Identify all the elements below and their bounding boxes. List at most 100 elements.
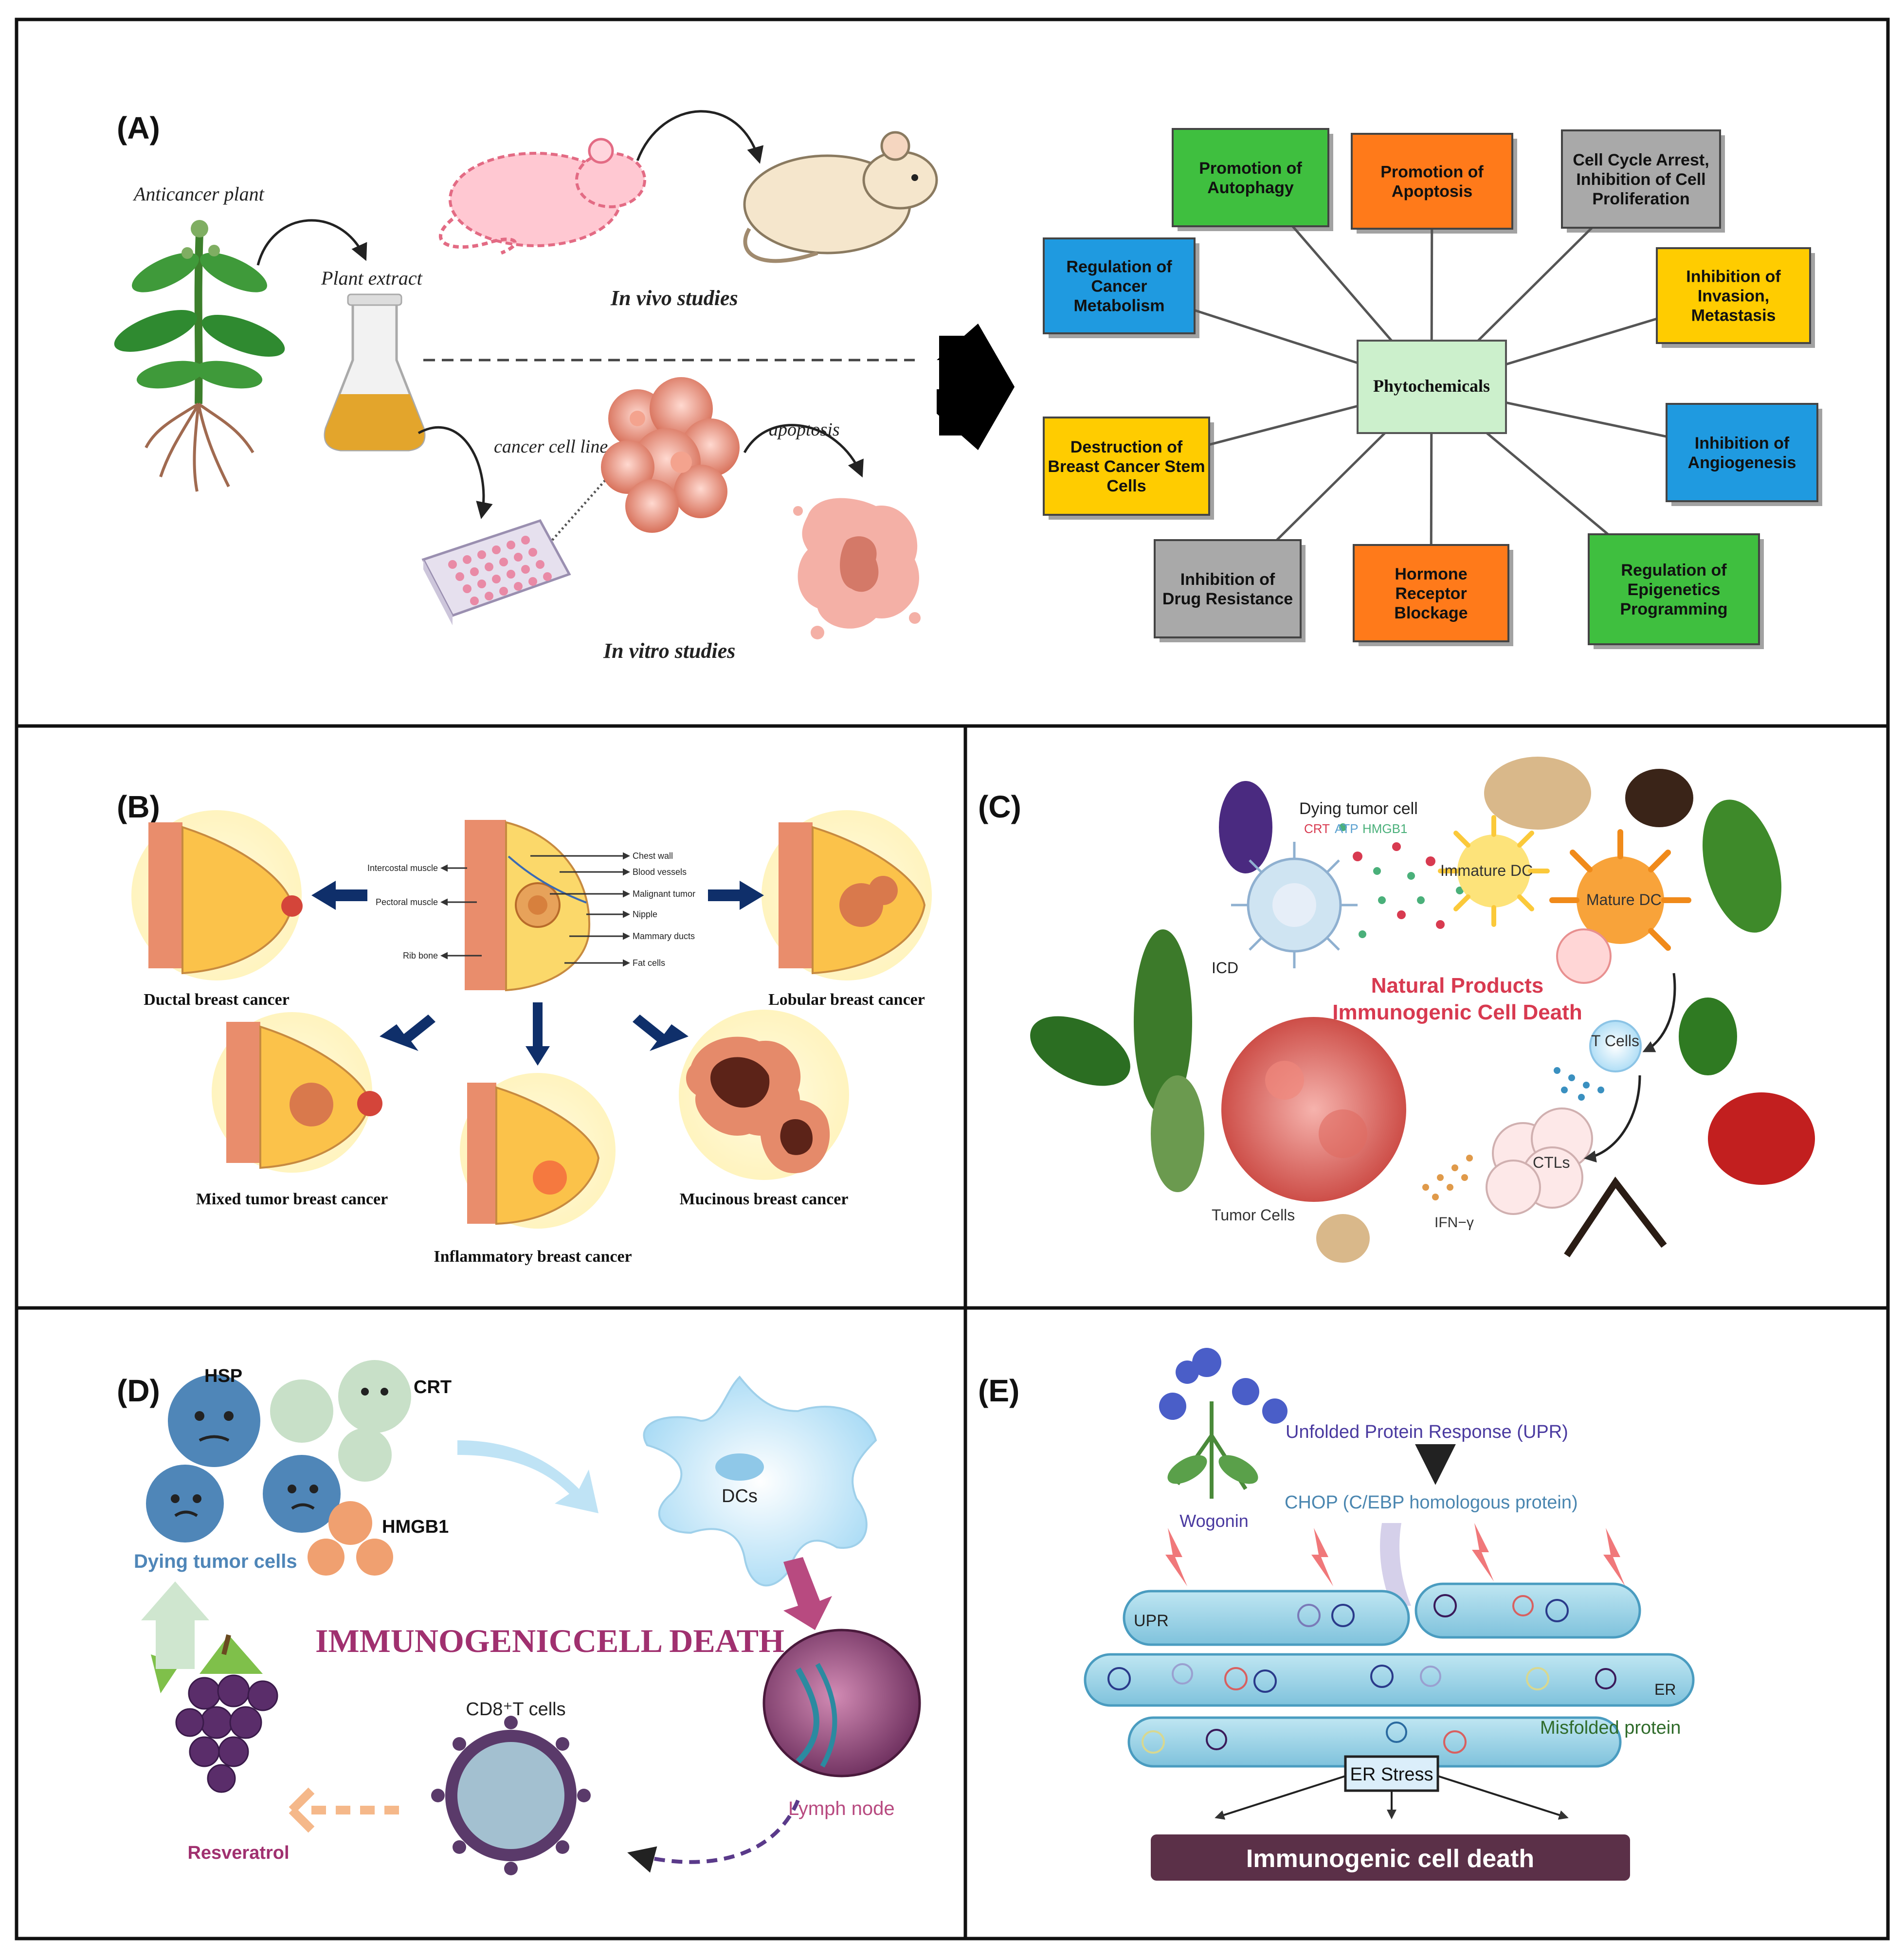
arrow-to-mixed [380,1015,435,1051]
er-stress-arrows [1215,1775,1569,1820]
apoptotic-cell [793,498,921,639]
released-molecules [1339,823,1464,938]
cd8-t-cell [431,1716,591,1875]
anatomy-label: Nipple [633,909,657,919]
er-stress-label: ER Stress [1350,1764,1433,1785]
anatomy-label: Pectoral muscle [376,897,438,907]
mucinous-cancer-illustration [679,1010,849,1180]
panel-e: (E) Wogonin Unfolded Protein Response (U… [978,1348,1695,1881]
mechanism-label: Inhibition of [1180,570,1275,589]
mechanism-label: Programming [1620,600,1727,618]
mechanism-label: Metastasis [1691,306,1776,325]
atp-label-c: ATP [1335,821,1359,836]
mechanism-label: Receptor [1395,584,1467,603]
cancer-cell-line-label: cancer cell line [494,436,608,457]
mechanism-label: Inhibition of [1686,267,1781,286]
chop-label: CHOP (C/EBP homologous protein) [1285,1492,1578,1513]
panel-a: (A) Anticancer plant Plant extract [114,110,1822,663]
mechanism-label: Metabolism [1073,296,1164,315]
cd8-label: CD8⁺T cells [466,1699,565,1720]
mechanism-label: Proliferation [1592,190,1689,208]
d-arrow-resveratrol-to-cells [141,1581,209,1669]
mixed-cancer-illustration [212,1012,382,1173]
ifn-label: IFN−γ [1434,1215,1474,1231]
stress-bolts [1165,1523,1625,1586]
rat-illustration-after [743,131,938,263]
arrow-flask-to-plate [417,426,493,519]
plant-extract-label: Plant extract [321,267,423,289]
tall-herb [1134,929,1192,1114]
cancer-cell-cluster [601,377,740,533]
anatomy-label: Fat cells [633,958,665,968]
anticancer-plant-label: Anticancer plant [132,183,265,205]
in-vivo-label: In vivo studies [610,286,738,310]
mechanism-label: Promotion of [1199,159,1302,178]
er-structure [1084,1582,1695,1768]
ctls-label: CTLs [1533,1154,1570,1171]
well-plate [421,476,609,625]
small-leaf [1679,998,1737,1075]
icd-title-d: IMMUNOGENICCELL DEATH [315,1622,784,1659]
mature-dc-label: Mature DC [1586,891,1662,908]
big-right-arrow-body [939,324,1015,450]
dark-twig [1564,1176,1667,1257]
grapes-illustration [151,1634,278,1793]
arrow-to-lobular [708,881,764,910]
panel-c-label: (C) [978,789,1021,824]
dying-tumor-cells-label-d: Dying tumor cells [134,1551,297,1572]
tumor-cells-mass [1221,1017,1406,1202]
crt-label-c: CRT [1304,821,1330,836]
anatomy-label: Intercostal muscle [367,863,438,873]
c-arrow-t-to-ctl [1584,1075,1641,1163]
mechanism-label: Blockage [1394,604,1468,622]
inflammatory-label: Inflammatory breast cancer [434,1248,632,1266]
d-arrowhead-resveratrol [289,1787,315,1833]
panel-b-label: (B) [117,789,160,824]
hsp-label: HSP [204,1366,242,1386]
ductal-cancer-illustration [131,810,303,980]
in-vitro-label: In vitro studies [603,639,735,663]
er-stress-box [1344,1755,1439,1792]
dc-cell-d [643,1376,877,1587]
mechanism-box [1561,129,1721,229]
arrow-rat-to-rat [636,110,764,164]
mechanism-label: Cells [1106,477,1146,495]
mechanism-label: Autophagy [1207,179,1294,197]
ductal-label: Ductal breast cancer [144,991,290,1009]
breast-anatomy-diagram [465,820,590,992]
mechanism-label: Breast Cancer Stem [1048,457,1205,476]
mucinous-label: Mucinous breast cancer [680,1190,849,1208]
dried-buds [1625,769,1693,827]
wogonin-plant [1159,1348,1287,1499]
upr-title: Unfolded Protein Response (UPR) [1286,1422,1568,1442]
purple-herb [1219,781,1272,873]
rat-illustration-before [439,138,646,255]
panel-borders [15,18,1890,1941]
mature-dc [1549,829,1691,984]
dying-tumor-cell-c [1231,842,1358,968]
immature-dc-label: Immature DC [1440,862,1533,879]
panel-e-label: (E) [978,1373,1019,1408]
anatomy-label: Blood vessels [633,867,687,877]
t-cell-dots [1554,1067,1604,1101]
lobular-cancer-illustration [762,810,932,980]
mechanism-label: Invasion, [1698,287,1769,305]
dying-tumor-cells-d [146,1360,411,1576]
anatomy-label: Chest wall [633,851,673,861]
lymph-node-label: Lymph node [788,1798,895,1819]
misfolded-label: Misfolded protein [1540,1718,1681,1738]
flask-illustration [324,293,426,452]
c-title-line2: Immunogenic Cell Death [1332,1000,1582,1024]
panel-d-label: (D) [117,1373,160,1408]
mechanism-box [1588,533,1760,645]
ctls-cluster [1486,1107,1593,1215]
arrow-plant-to-flask [256,219,367,266]
t-cells-label: T Cells [1591,1032,1639,1050]
dying-tumor-cell-label-c: Dying tumor cell [1299,799,1418,818]
icd-label-c: ICD [1212,959,1238,977]
anatomy-label: Rib bone [403,951,438,961]
mechanism-label: Regulation of [1066,257,1172,276]
mechanism-box [1666,403,1818,502]
mechanism-label: Inhibition of [1695,434,1790,453]
